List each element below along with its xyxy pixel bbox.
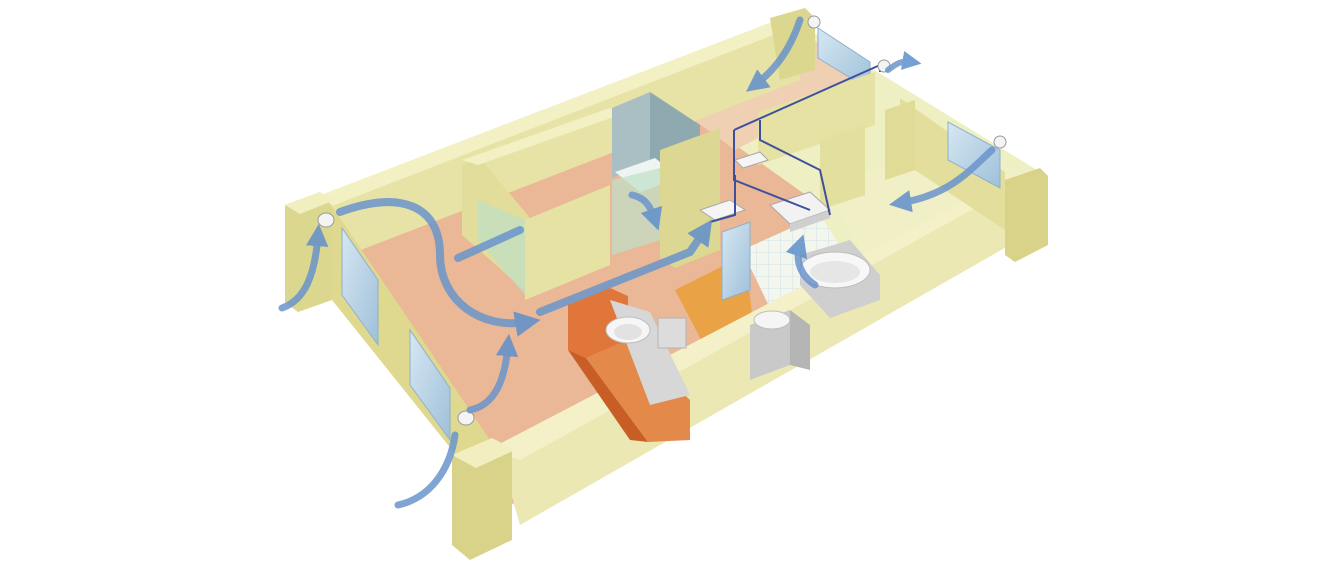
windows bbox=[341, 27, 1001, 442]
green-room-glass bbox=[478, 200, 525, 295]
east-end-wall bbox=[900, 98, 1005, 230]
green-room-glass-2 bbox=[612, 168, 660, 255]
duct-branch bbox=[709, 175, 736, 223]
supply-vent-left bbox=[317, 212, 335, 228]
airflow-arrow-north-intake bbox=[746, 16, 804, 92]
window-left-2 bbox=[409, 328, 451, 442]
partition-wall-6 bbox=[885, 100, 915, 180]
kitchen-appliance bbox=[657, 317, 687, 349]
back-wall-face bbox=[325, 18, 800, 260]
front-corner-pillar-top bbox=[452, 438, 515, 468]
front-corner-pillar bbox=[452, 438, 512, 560]
bathtub-icon bbox=[799, 240, 880, 318]
supply-vent-north bbox=[807, 15, 821, 29]
airflow-arrow-east-intake bbox=[888, 146, 996, 213]
right-end-pillar bbox=[1005, 168, 1048, 262]
airflow-arrow-partition bbox=[454, 226, 524, 262]
interior-walls bbox=[462, 72, 915, 300]
exhaust-fan-unit-icon bbox=[698, 151, 831, 232]
washbasin-icon bbox=[750, 310, 810, 380]
airflow-arrow-front-intake bbox=[394, 431, 459, 509]
supply-vents bbox=[317, 15, 1007, 426]
airflow-arrow-front-up bbox=[466, 333, 519, 414]
airflow-arrow-bath bbox=[785, 234, 819, 289]
airflow-arrow-storage bbox=[628, 191, 663, 231]
left-pillar-top bbox=[285, 192, 335, 214]
duct-drop-2 bbox=[759, 120, 831, 216]
window-interior-bath bbox=[721, 221, 751, 301]
storage-room-back bbox=[612, 92, 650, 178]
partition-wall-2 bbox=[525, 185, 610, 300]
airflow-arrows bbox=[278, 16, 996, 509]
airflow-arrow-north-exhaust bbox=[885, 50, 922, 73]
window-east bbox=[947, 121, 1001, 189]
airflow-arrow-left-intake bbox=[278, 223, 329, 312]
partition-wall-4 bbox=[758, 72, 875, 165]
airflow-arrow-left-sweep bbox=[336, 198, 541, 337]
back-wall-top bbox=[318, 12, 812, 206]
partition-wall-5 bbox=[820, 125, 865, 210]
kitchen-sink-icon bbox=[605, 316, 651, 344]
window-left-1 bbox=[341, 226, 379, 347]
airflow-arrow-corridor bbox=[536, 219, 713, 316]
partition-wall-1-top bbox=[462, 108, 622, 165]
fixtures bbox=[568, 151, 880, 442]
supply-vent-east bbox=[993, 135, 1007, 149]
supply-vent-front bbox=[457, 410, 475, 426]
